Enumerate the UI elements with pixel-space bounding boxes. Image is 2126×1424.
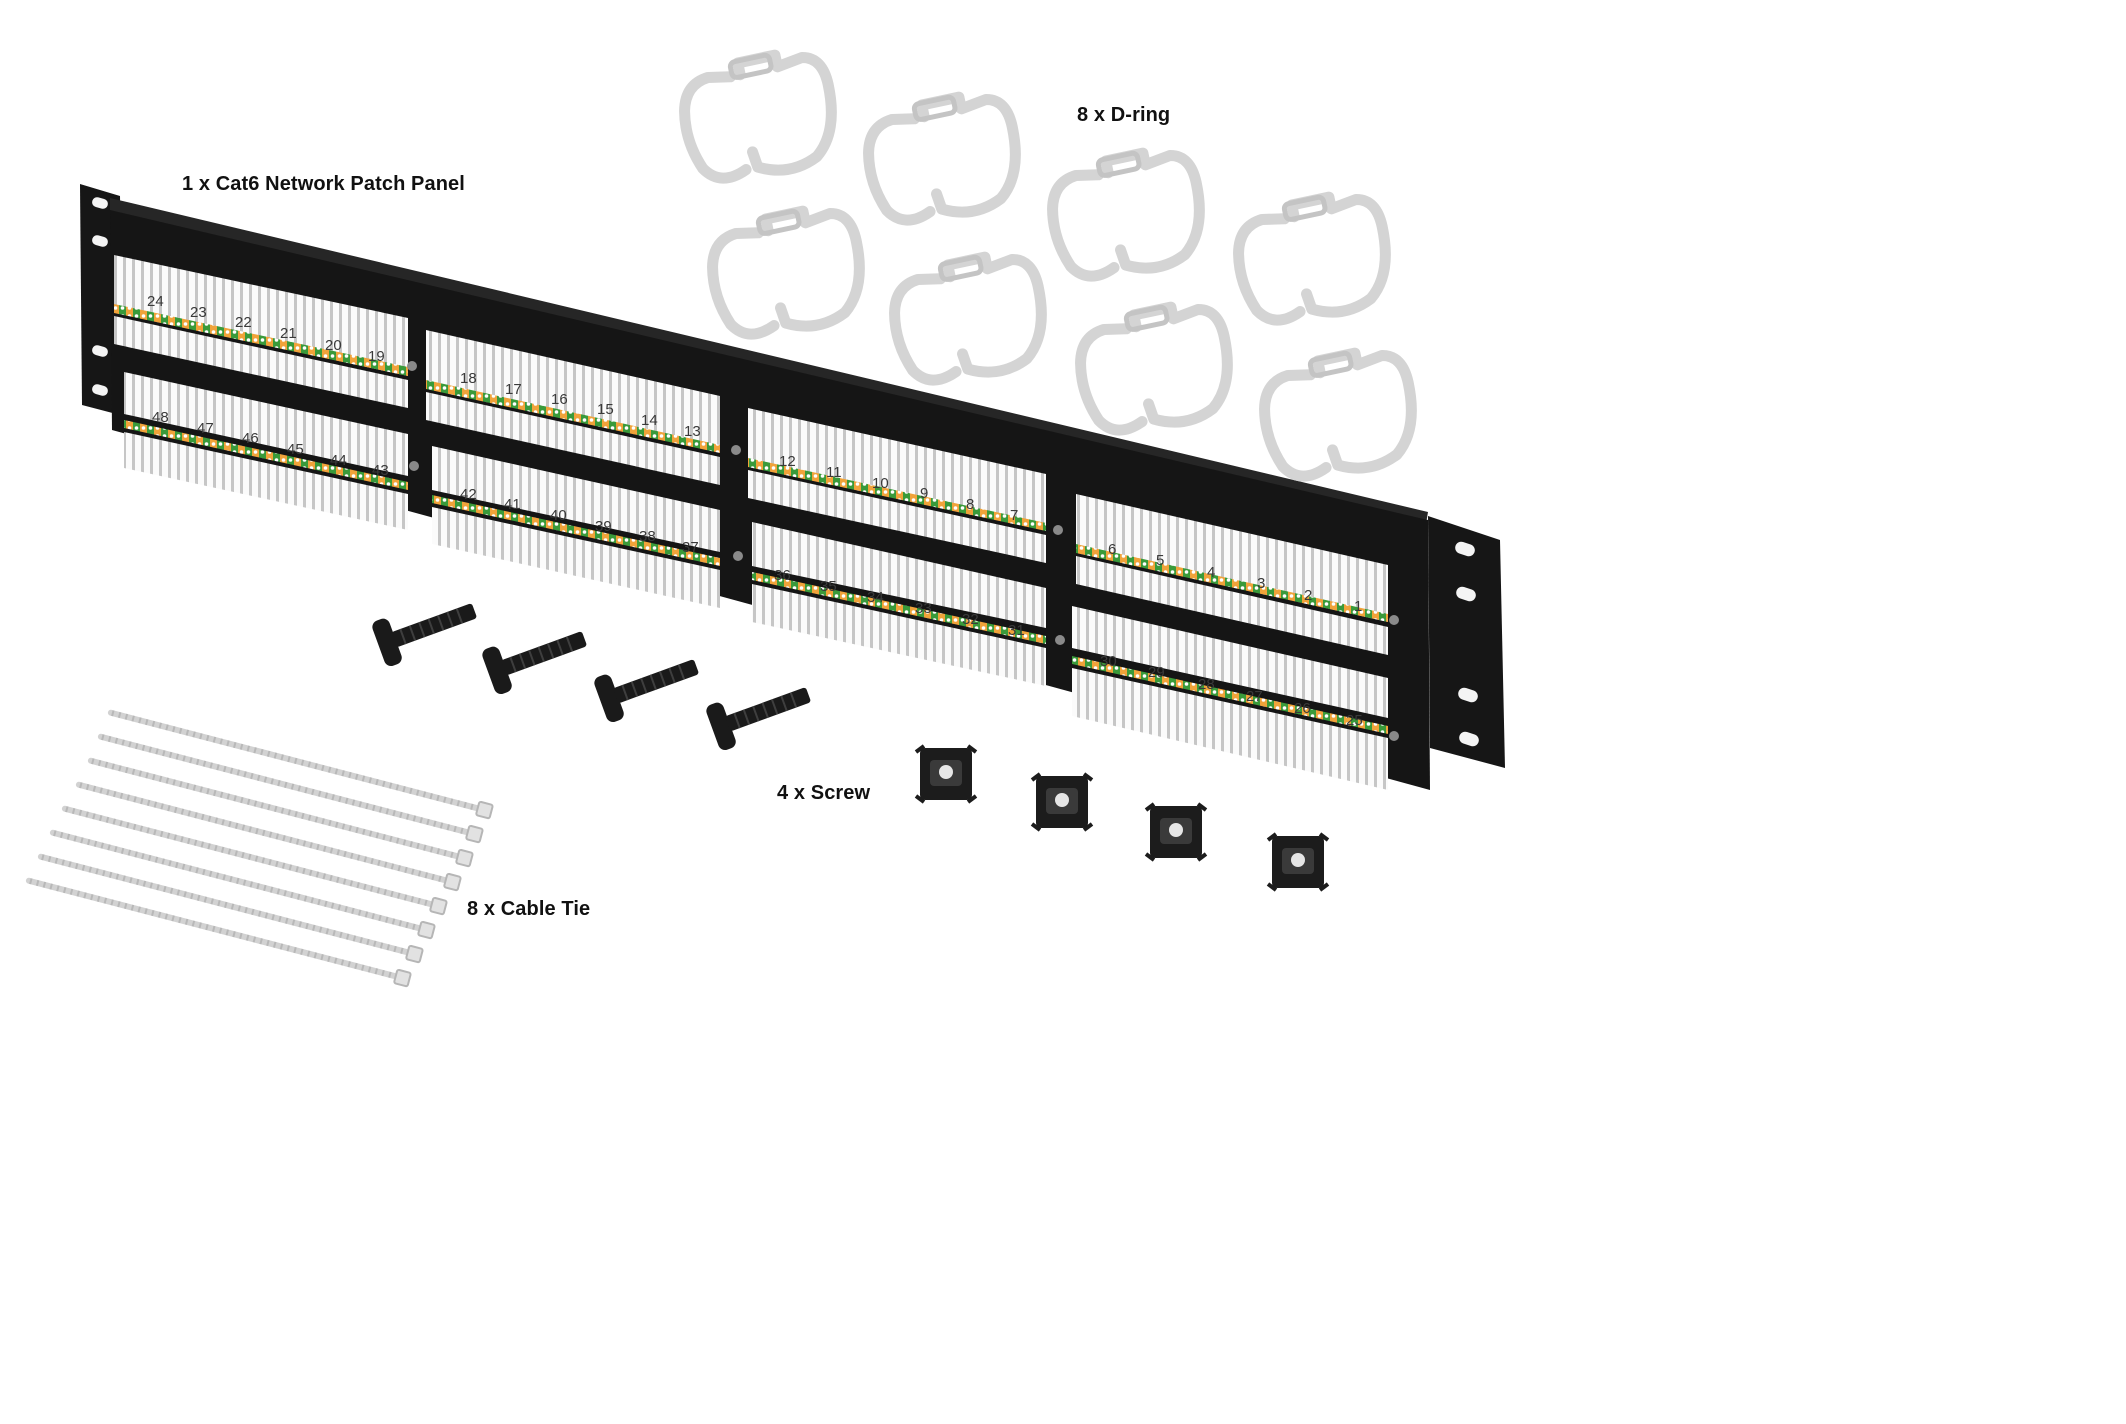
cage-nuts [914,744,1330,892]
port-number: 30 [1100,653,1117,670]
cable-tie-icon [97,733,484,844]
screw-icon [706,687,811,751]
d-ring-icon [1047,147,1205,282]
cable-tie-icon [75,781,462,892]
port-number: 31 [1008,622,1025,639]
port-number: 2 [1304,587,1312,604]
port-number: 4 [1207,564,1215,581]
cable-tie-icon [25,877,412,988]
port-number: 42 [460,486,477,503]
port-number: 16 [551,391,568,408]
port-number: 43 [372,462,389,479]
port-number: 6 [1108,541,1116,558]
port-number: 10 [872,475,889,492]
cage-nut-icon [1144,802,1208,862]
cage-nut-icon [1030,772,1094,832]
port-number: 25 [1346,712,1363,729]
screw-icon [372,603,477,667]
module-4: 6 5 4 3 2 1 30 29 28 27 26 25 [1072,494,1388,790]
d-ring-icon [889,251,1047,386]
cable-tie-icon [37,853,424,964]
port-number: 7 [1010,507,1018,524]
cage-nut-icon [1266,832,1330,892]
port-number: 19 [368,348,385,365]
port-number: 8 [966,496,974,513]
port-number: 38 [639,528,656,545]
port-number: 5 [1156,552,1164,569]
port-number: 21 [280,325,297,342]
port-number: 12 [779,453,796,470]
port-number: 1 [1354,598,1362,615]
port-number: 35 [820,578,837,595]
port-number: 40 [550,507,567,524]
port-number: 3 [1257,575,1265,592]
port-number: 9 [920,485,928,502]
screw-label: 4 x Screw [777,782,871,804]
screw-icon [594,659,699,723]
module-1: 24 23 22 21 20 19 48 47 46 45 44 43 [114,255,408,530]
cable-tie-label: 8 x Cable Tie [467,898,591,920]
port-number: 46 [242,430,259,447]
module-3: 12 11 10 9 8 7 36 35 34 33 32 31 [748,408,1046,686]
cable-tie-icon [49,829,436,940]
d-rings [679,49,1417,482]
port-number: 28 [1198,676,1215,693]
port-number: 24 [147,293,164,310]
product-scene: 24 23 22 21 20 19 48 47 46 45 44 43 18 1… [25,49,1505,988]
cable-tie-icon [87,757,474,868]
patch-panel-label: 1 x Cat6 Network Patch Panel [182,173,465,195]
port-number: 44 [330,452,347,469]
port-number: 36 [774,567,791,584]
patch-panel: 24 23 22 21 20 19 48 47 46 45 44 43 18 1… [80,184,1505,790]
port-number: 39 [595,518,612,535]
port-number: 45 [287,441,304,458]
port-number: 17 [505,381,522,398]
port-number: 15 [597,401,614,418]
port-number: 11 [826,464,842,481]
d-ring-icon [1233,191,1391,326]
port-number: 34 [867,589,884,606]
d-ring-icon [1075,301,1233,436]
module-2: 18 17 16 15 14 13 42 41 40 39 38 37 [426,330,720,608]
d-ring-icon [1259,347,1417,482]
port-number: 47 [197,420,214,437]
cable-ties [25,709,494,988]
port-number: 32 [962,611,979,628]
cable-tie-icon [107,709,494,820]
screw-icon [482,631,587,695]
port-number: 37 [682,539,699,556]
panel-right-ear [1428,516,1505,768]
port-number: 41 [504,496,521,513]
cable-tie-icon [61,805,448,916]
d-ring-icon [679,49,837,184]
d-ring-label: 8 x D-ring [1077,104,1171,126]
port-number: 13 [684,423,701,440]
screws [372,603,811,751]
port-number: 26 [1294,700,1311,717]
port-number: 27 [1246,688,1263,705]
port-number: 29 [1148,664,1165,681]
cage-nut-icon [914,744,978,804]
d-ring-icon [863,91,1021,226]
port-number: 14 [641,412,658,429]
port-number: 33 [915,600,932,617]
d-ring-icon [707,205,865,340]
port-number: 22 [235,314,252,331]
port-number: 23 [190,304,207,321]
port-number: 20 [325,337,342,354]
port-number: 48 [152,409,169,426]
port-number: 18 [460,370,477,387]
